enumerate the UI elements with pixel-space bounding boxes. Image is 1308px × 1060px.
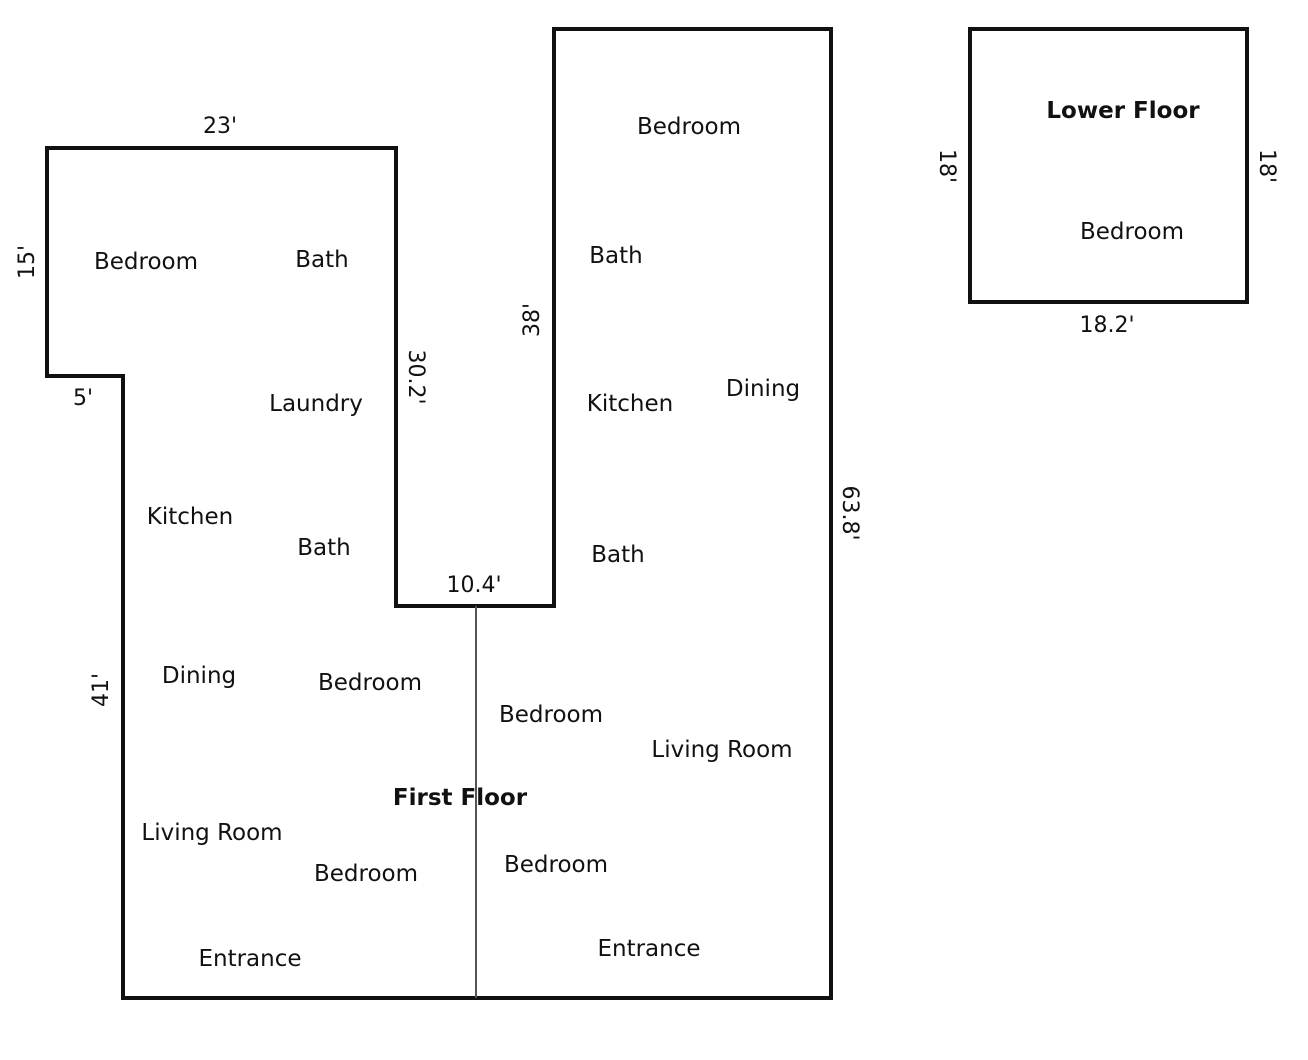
room-label-bath: Bath (295, 247, 348, 273)
room-label-dining: Dining (726, 376, 800, 402)
room-label-living-room: Living Room (651, 737, 792, 763)
lower-floor-title: Lower Floor (1046, 98, 1200, 124)
room-label-laundry: Laundry (269, 391, 363, 417)
room-label-entrance: Entrance (597, 936, 700, 962)
dim-notch-width: 5' (73, 386, 93, 411)
room-label-dining: Dining (162, 663, 236, 689)
room-label-kitchen: Kitchen (147, 504, 233, 530)
first-floor-outline (45, 27, 833, 1000)
room-label-kitchen: Kitchen (587, 391, 673, 417)
room-label-bedroom: Bedroom (94, 249, 198, 275)
dim-inner-bottom-width: 10.4' (446, 573, 501, 598)
room-label-living-room: Living Room (141, 820, 282, 846)
room-label-bedroom: Bedroom (318, 670, 422, 696)
dim-inner-right-height: 38' (520, 303, 545, 337)
dim-right-height: 63.8' (837, 485, 862, 540)
room-label-bedroom: Bedroom (1080, 219, 1184, 245)
room-label-bath: Bath (589, 243, 642, 269)
room-label-entrance: Entrance (198, 946, 301, 972)
lower-floor-outline (968, 27, 1249, 304)
room-label-bedroom: Bedroom (314, 861, 418, 887)
room-label-bedroom: Bedroom (499, 702, 603, 728)
dim-inner-left-height: 30.2' (403, 349, 428, 404)
first-floor-title: First Floor (393, 785, 528, 811)
room-label-bath: Bath (591, 542, 644, 568)
dim-lower-bottom-width: 18.2' (1079, 313, 1134, 338)
dim-left-lower-height: 41' (89, 673, 114, 707)
room-label-bedroom: Bedroom (504, 852, 608, 878)
room-label-bath: Bath (297, 535, 350, 561)
dim-top-width: 23' (203, 114, 237, 139)
dim-left-top-height: 15' (15, 245, 40, 279)
dim-lower-left-height: 18' (934, 149, 959, 183)
dim-lower-right-height: 18' (1254, 149, 1279, 183)
room-label-bedroom: Bedroom (637, 114, 741, 140)
